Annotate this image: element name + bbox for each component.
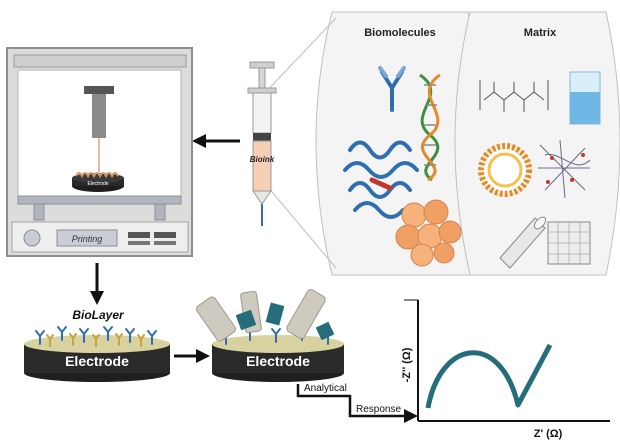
carbon-nanotube-icon [499,216,547,269]
beaker-icon [569,71,601,125]
printed-electrode-icon: Electrode [72,172,124,192]
arrow-to-printer [192,134,240,148]
graphene-sheet-icon [547,221,591,265]
nyquist-x-label: Z' (Ω) [534,428,563,440]
analytical-label: Analytical [304,383,347,394]
dna-icon [419,73,441,182]
matrix-title: Matrix [524,27,557,39]
liposome-icon [478,143,532,197]
ingredients-panel: Biomolecules Matrix [261,11,620,276]
polymer-structure-icon [479,80,549,112]
nyquist-y-label: -Z'' (Ω) [401,347,413,382]
electrode-right-label: Electrode [246,353,310,369]
antibody-icon [378,66,406,112]
arrow-to-binding [174,349,210,363]
hydrogel-network-icon [538,139,591,199]
electrode-disc-icon: Electrode [24,326,170,382]
protein-icon [343,140,419,219]
nyquist-plot-icon: -Z'' (Ω) Z' (Ω) [401,299,610,440]
syringe-icon: Bioink [247,61,277,226]
electrode-left-label: Electrode [65,353,129,369]
electrode-with-analytes-icon: Electrode [196,289,344,382]
cell-cluster-icon [395,199,462,267]
printer-knob [23,229,41,247]
response-label: Response [356,404,401,415]
biolayer-label: BioLayer [72,308,125,322]
analytical-response-arrow: Analytical Response [296,383,418,423]
printing-label: Printing [72,234,103,244]
printed-electrode-label: Electrode [87,181,108,187]
bioink-label: Bioink [250,155,275,164]
callout-line-top [261,17,337,97]
nyquist-curve [425,343,553,409]
callout-line-bottom [261,179,337,269]
arrow-to-biolayer [90,263,104,305]
printer-display [56,229,118,247]
3d-printer-icon: Electrode Printing [6,47,193,257]
biomolecules-title: Biomolecules [364,27,436,39]
